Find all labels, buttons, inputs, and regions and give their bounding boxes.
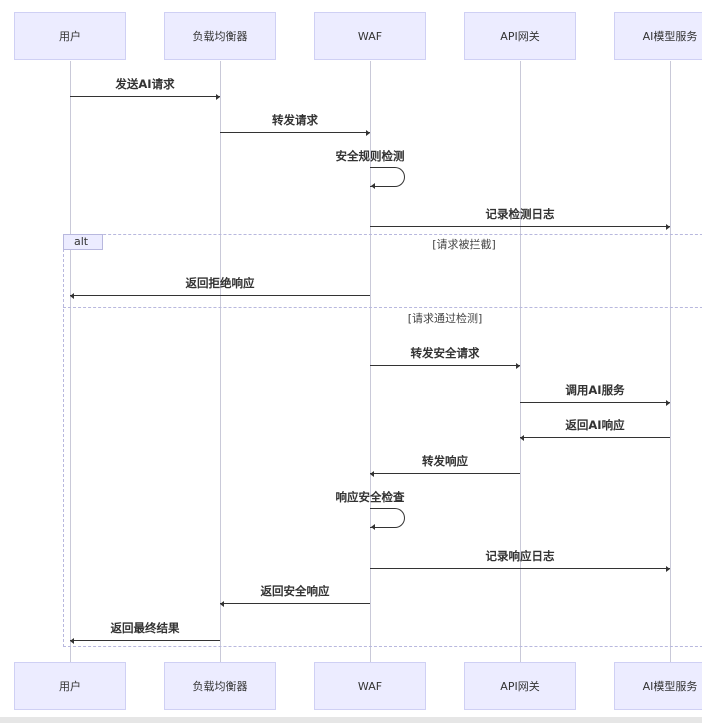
message-label-2: 安全规则检测 [335, 149, 405, 163]
message-label-3: 记录检测日志 [485, 207, 555, 221]
arrow-head-1 [366, 129, 370, 136]
message-line-5 [370, 365, 520, 366]
lifeline-0 [70, 61, 71, 662]
actor-bottom-1: 负载均衡器 [164, 662, 276, 710]
arrow-head-11 [220, 600, 224, 607]
message-label-11: 返回安全响应 [260, 584, 330, 598]
message-label-1: 转发请求 [272, 113, 318, 127]
arrow-head-0 [216, 93, 220, 100]
lifeline-3 [520, 61, 521, 662]
actor-bottom-4: AI模型服务 [614, 662, 702, 710]
message-label-9: 响应安全检查 [335, 490, 405, 504]
actor-top-0: 用户 [14, 12, 126, 60]
message-label-0: 发送AI请求 [115, 77, 175, 91]
lifeline-2 [370, 61, 371, 662]
message-line-7 [520, 437, 670, 438]
arrow-head-7 [520, 434, 524, 441]
arrow-head-9 [371, 524, 375, 530]
message-line-4 [70, 295, 370, 296]
arrow-head-4 [70, 292, 74, 299]
actor-top-2: WAF [314, 12, 426, 60]
message-label-6: 调用AI服务 [565, 383, 625, 397]
actor-bottom-3: API网关 [464, 662, 576, 710]
arrow-head-8 [370, 470, 374, 477]
message-line-3 [370, 226, 670, 227]
lifeline-1 [220, 61, 221, 662]
actor-bottom-0: 用户 [14, 662, 126, 710]
horizontal-scrollbar[interactable] [0, 717, 702, 723]
arrow-head-5 [516, 362, 520, 369]
message-label-12: 返回最终结果 [110, 621, 180, 635]
alt-separator [63, 307, 702, 308]
message-label-7: 返回AI响应 [565, 418, 625, 432]
self-loop-arrow-2 [370, 167, 405, 187]
arrow-head-10 [666, 565, 670, 572]
message-line-10 [370, 568, 670, 569]
message-label-10: 记录响应日志 [485, 549, 555, 563]
message-line-1 [220, 132, 370, 133]
actor-top-4: AI模型服务 [614, 12, 702, 60]
message-line-11 [220, 603, 370, 604]
arrow-head-6 [666, 399, 670, 406]
message-label-8: 转发响应 [422, 454, 468, 468]
message-line-6 [520, 402, 670, 403]
arrow-head-3 [666, 223, 670, 230]
message-line-8 [370, 473, 520, 474]
message-label-5: 转发安全请求 [410, 346, 480, 360]
alt-keyword: alt [63, 234, 104, 250]
message-line-0 [70, 96, 220, 97]
actor-bottom-2: WAF [314, 662, 426, 710]
actor-top-3: API网关 [464, 12, 576, 60]
alt-frame [63, 234, 702, 647]
lifeline-4 [670, 61, 671, 662]
self-loop-arrow-9 [370, 508, 405, 528]
message-label-4: 返回拒绝响应 [185, 276, 255, 290]
arrow-head-2 [371, 183, 375, 189]
alt-condition-blocked: [请求被拦截] [432, 238, 496, 251]
arrow-head-12 [70, 637, 74, 644]
actor-top-1: 负载均衡器 [164, 12, 276, 60]
message-line-12 [70, 640, 220, 641]
alt-condition-passed: [请求通过检测] [407, 312, 483, 325]
